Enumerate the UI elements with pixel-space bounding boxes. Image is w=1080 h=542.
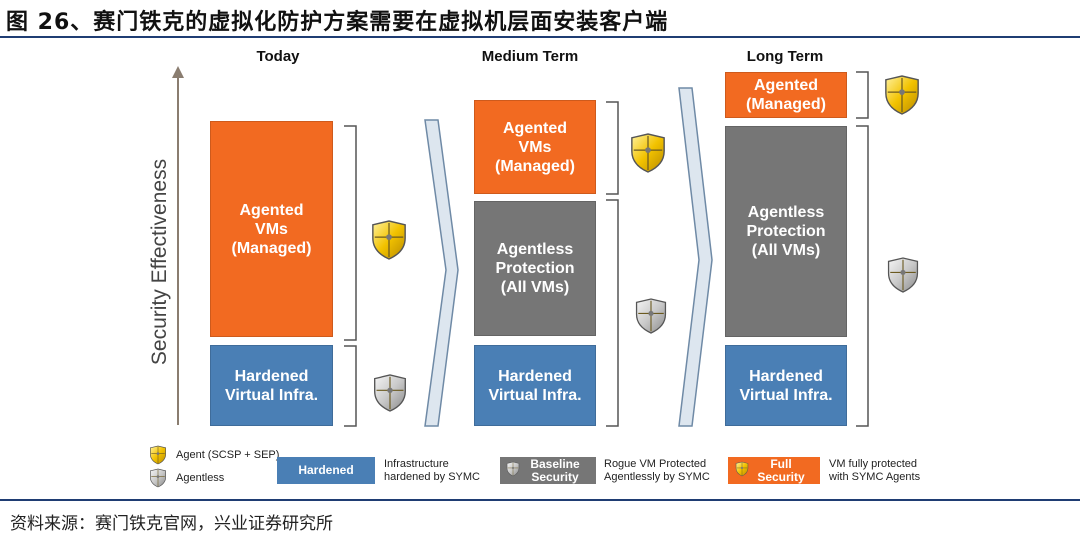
source-rule xyxy=(0,499,1080,501)
bracket-long-agented xyxy=(856,71,869,119)
long-agented-box: Agented (Managed) xyxy=(725,72,847,118)
agent-shield-icon xyxy=(631,133,665,173)
legend-hardened-swatch: Hardened xyxy=(277,457,375,484)
medium-agented-vms-box: Agented VMs (Managed) xyxy=(474,100,596,194)
axis-label: Security Effectiveness xyxy=(148,158,171,366)
column-heading-medium-term: Medium Term xyxy=(481,48,579,65)
legend-baseline-desc: Rogue VM Protected Agentlessly by SYMC xyxy=(604,458,710,483)
bracket-long-agentless xyxy=(856,125,869,427)
legend-agentless-label: Agentless xyxy=(176,472,225,484)
chevron-arrow-2 xyxy=(678,87,713,427)
medium-agentless-box: Agentless Protection (All VMs) xyxy=(474,201,596,336)
legend-baseline-swatch: Baseline Security xyxy=(500,457,596,484)
agentless-shield-icon xyxy=(887,257,919,293)
legend-agentless-shield-icon xyxy=(150,468,166,488)
legend-agent-label: Agent (SCSP + SEP) xyxy=(176,449,280,461)
today-agented-vms-box: Agented VMs (Managed) xyxy=(210,121,333,337)
today-hardened-box: Hardened Virtual Infra. xyxy=(210,345,333,426)
medium-hardened-box: Hardened Virtual Infra. xyxy=(474,345,596,426)
axis-arrowhead xyxy=(172,66,184,78)
agentless-shield-icon xyxy=(635,298,667,334)
legend-hardened-desc: Infrastructure hardened by SYMC xyxy=(384,458,480,483)
legend-full-desc: VM fully protected with SYMC Agents xyxy=(829,458,921,483)
bracket-medium-agentless xyxy=(606,199,619,427)
legend-full-shield-icon xyxy=(735,461,749,477)
bracket-medium-agented xyxy=(606,101,619,195)
long-hardened-box: Hardened Virtual Infra. xyxy=(725,345,847,426)
title-rule xyxy=(0,36,1080,38)
long-agentless-box: Agentless Protection (All VMs) xyxy=(725,126,847,337)
legend-agent-shield-icon xyxy=(150,445,166,465)
agent-shield-icon xyxy=(372,220,406,260)
figure-title: 图 26、赛门铁克的虚拟化防护方案需要在虚拟机层面安装客户端 xyxy=(6,10,669,35)
bracket-today-agented xyxy=(344,125,357,341)
agent-shield-icon xyxy=(885,75,919,115)
legend-full-swatch: Full Security xyxy=(728,457,820,484)
agentless-shield-icon xyxy=(374,374,406,412)
column-heading-long-term: Long Term xyxy=(746,48,824,65)
figure-source: 资料来源：赛门铁克官网，兴业证券研究所 xyxy=(10,514,333,534)
chevron-arrow-1 xyxy=(424,119,459,427)
legend-baseline-shield-icon xyxy=(506,461,520,477)
bracket-today-hardened xyxy=(344,345,357,427)
diagram-canvas xyxy=(150,66,919,488)
column-heading-today: Today xyxy=(256,48,300,65)
